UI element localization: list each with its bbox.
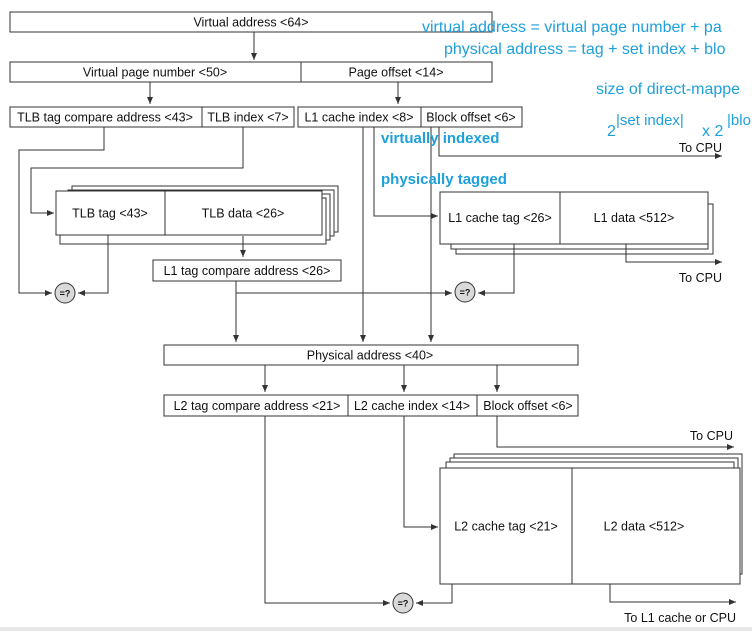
annotation-pa-equation: physical address = tag + set index + blo [444,41,726,58]
tlb-tag-compare-label: TLB tag compare address <43> [17,111,193,125]
arrow-l2-tagcmp [264,416,390,606]
annotation-physically-tagged: physically tagged [381,171,507,188]
virtual-address-field: Virtual address <64> [9,11,493,33]
l1-block-offset-label: Block offset <6> [426,111,515,125]
l2-cache-array: L2 cache tag <21> L2 data <512> [439,453,743,585]
arrow-l1-cache-tag [478,244,515,296]
l1-tag-compare-field: L1 tag compare address <26> [152,259,342,282]
arrow-l1-index [373,127,438,219]
l1-comparator-symbol: =? [460,288,471,298]
physical-address-label: Physical address <40> [307,349,433,363]
annotation-pow-times: x 2 [702,123,723,140]
vpn-pageoffset-field: Virtual page number <50> Page offset <14… [9,61,493,83]
l2-comparator-symbol: =? [398,599,409,609]
l1-cache-tag-label: L1 cache tag <26> [448,211,552,225]
annotation-size-direct-mapped: size of direct-mappe [596,81,740,98]
vpn-label: Virtual page number <50> [83,66,227,80]
tlb-tag-label: TLB tag <43> [72,207,148,221]
arrow-l2-cache-tag [416,584,453,606]
l2-cache-tag-label: L2 cache tag <21> [454,520,558,534]
l1-tag-compare-label: L1 tag compare address <26> [164,264,331,278]
l1-cache-array: L1 cache tag <26> L1 data <512> [439,191,714,255]
physical-address-field: Physical address <40> [163,344,579,366]
l2-data-label: L2 data <512> [604,520,685,534]
annotation-va-equation: virtual address = virtual page number + … [422,19,722,36]
l2-address-split: L2 tag compare address <21> L2 cache ind… [163,394,579,417]
arrow-l1-data-to-cpu [625,244,722,265]
to-cpu-label-3: To CPU [690,429,733,443]
virtual-address-label: Virtual address <64> [193,16,308,30]
arrow-l1-tagcmp [235,281,452,296]
to-cpu-label-2: To CPU [679,271,722,285]
tlb-data-label: TLB data <26> [202,207,285,221]
page-offset-label: Page offset <14> [349,66,444,80]
l1-data-label: L1 data <512> [594,211,675,225]
arrow-l2-index [403,416,438,530]
annotation-virtually-indexed: virtually indexed [381,130,499,147]
to-l1-or-cpu-label: To L1 cache or CPU [624,611,736,625]
l2-cache-index-label: L2 cache index <14> [354,399,470,413]
arrow-l2-offset-to-cpu [496,416,734,450]
annotation-pow-exp-2: |blo [727,112,751,129]
bottom-bar [0,627,752,631]
l1-address-split: L1 cache index <8> Block offset <6> [297,106,523,128]
l1-cache-index-label: L1 cache index <8> [304,111,413,125]
l2-tag-compare-label: L2 tag compare address <21> [174,399,341,413]
tlb-comparator: =? [54,282,76,304]
annotation-pow-exp-1: |set index| [616,112,684,129]
annotation-pow-base-1: 2 [607,123,616,140]
arrow-tlb-tagcmp [18,127,105,296]
to-cpu-label-1: To CPU [679,141,722,155]
tlb-index-label: TLB index <7> [207,111,288,125]
arrow-tlb-tag [78,235,109,296]
l2-comparator: =? [392,592,414,614]
arrow-tlb-index [30,127,244,216]
tlb-address-split: TLB tag compare address <43> TLB index <… [9,106,295,128]
arrow-l1-offset-to-cpu [438,127,722,159]
arrow-l2-data-out [609,584,736,605]
tlb-array: TLB tag <43> TLB data <26> [55,185,339,245]
tlb-comparator-symbol: =? [60,289,71,299]
l1-comparator: =? [454,281,476,303]
l2-block-offset-label: Block offset <6> [483,399,572,413]
